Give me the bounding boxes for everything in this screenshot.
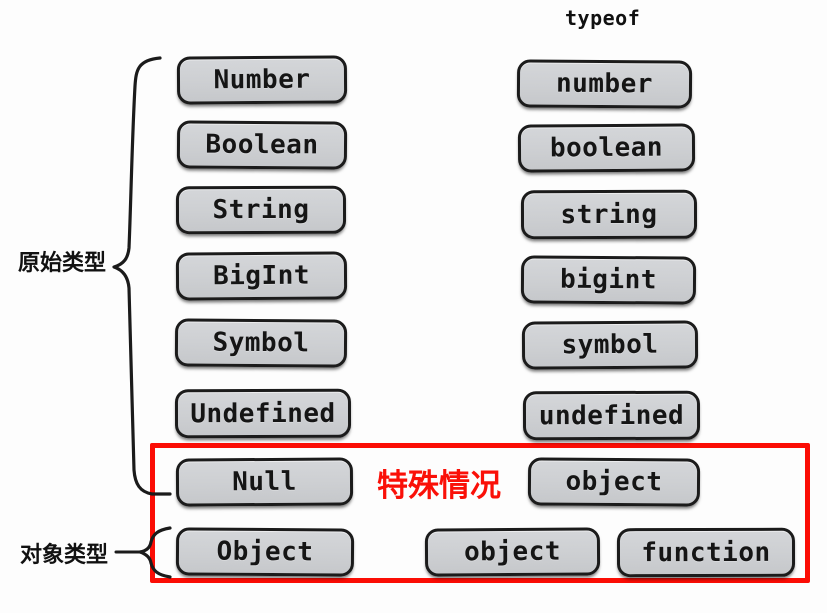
chip-label: symbol	[561, 329, 659, 361]
chip-left-symbol[interactable]: Symbol	[174, 318, 348, 368]
chip-right-string[interactable]: string	[520, 189, 698, 240]
group-label-object-types: 对象类型	[20, 543, 109, 568]
chip-label: Undefined	[190, 398, 336, 429]
chip-right-symbol[interactable]: symbol	[521, 320, 699, 370]
chip-label: Boolean	[205, 129, 319, 161]
chip-left-undefined[interactable]: Undefined	[174, 388, 352, 439]
special-case-highlight-box	[150, 443, 810, 583]
chip-label: boolean	[549, 132, 664, 164]
chip-label: Number	[213, 64, 311, 96]
chip-right-undefined[interactable]: undefined	[522, 390, 701, 441]
chip-right-bigint[interactable]: bigint	[520, 255, 697, 305]
chip-right-object-for-null[interactable]: object	[527, 457, 701, 507]
chip-left-string[interactable]: String	[175, 185, 347, 235]
chip-right-object-for-object[interactable]: object	[424, 527, 601, 577]
chip-label: Null	[232, 466, 297, 498]
chip-label: BigInt	[212, 260, 311, 292]
column-header-typeof: typeof	[565, 6, 641, 30]
chip-right-boolean[interactable]: boolean	[517, 123, 696, 173]
chip-label: string	[560, 199, 658, 230]
group-label-primitive-types: 原始类型	[18, 251, 107, 276]
chip-left-number[interactable]: Number	[176, 55, 348, 105]
chip-label: object	[463, 536, 562, 568]
chip-left-boolean[interactable]: Boolean	[176, 120, 348, 170]
chip-label: object	[565, 466, 663, 498]
chip-label: bigint	[559, 264, 658, 296]
chip-label: Symbol	[212, 327, 310, 359]
chip-label: String	[212, 194, 310, 226]
chip-label: number	[555, 68, 654, 100]
chip-label: Object	[216, 536, 314, 568]
chip-label: undefined	[538, 400, 685, 431]
chip-right-function[interactable]: function	[616, 527, 796, 578]
chip-left-null[interactable]: Null	[175, 457, 354, 507]
primitive-types-brace	[112, 56, 172, 496]
chip-left-object[interactable]: Object	[175, 527, 355, 577]
annotation-special-case: 特殊情况	[377, 468, 501, 504]
chip-label: function	[641, 537, 771, 568]
chip-left-bigint[interactable]: BigInt	[175, 251, 348, 301]
chip-right-number[interactable]: number	[516, 59, 693, 109]
